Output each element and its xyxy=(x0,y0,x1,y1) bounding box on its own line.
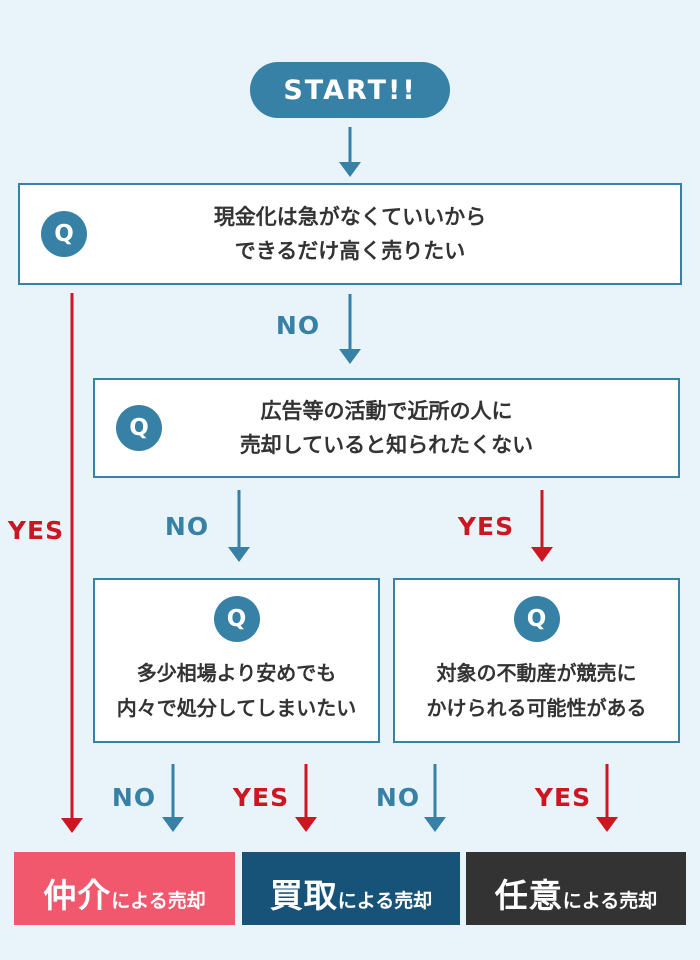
question-4-line-1: 対象の不動産が競売に xyxy=(436,661,637,685)
arrow-q1-yes-to-result1 xyxy=(61,293,83,833)
arrow-q2-yes-to-q4 xyxy=(531,490,553,562)
q-badge-letter: Q xyxy=(526,606,547,632)
question-3-line-1: 多少相場より安めでも xyxy=(136,661,337,685)
arrow-q2-no-to-q3 xyxy=(228,490,250,562)
arrow-shaft xyxy=(70,293,74,820)
q-badge: Q xyxy=(213,596,260,642)
question-box-3: Q 多少相場より安めでも 内々で処分してしまいたい xyxy=(93,578,380,743)
label-yes-q2: YES xyxy=(457,512,515,541)
arrow-head-icon xyxy=(424,817,446,832)
arrow-head-icon xyxy=(295,817,317,832)
question-3-text: 多少相場より安めでも 内々で処分してしまいたい xyxy=(95,656,378,726)
question-box-4: Q 対象の不動産が競売に かけられる可能性がある xyxy=(393,578,680,743)
question-2-line-1: 広告等の活動で近所の人に xyxy=(260,399,513,423)
arrow-head-icon xyxy=(228,547,250,562)
question-4-line-2: かけられる可能性がある xyxy=(426,696,647,720)
question-box-2: Q 広告等の活動で近所の人に 売却していると知られたくない xyxy=(93,378,680,478)
question-2-line-2: 売却していると知られたくない xyxy=(239,433,534,457)
question-4-text: 対象の不動産が競売に かけられる可能性がある xyxy=(395,656,678,726)
result-emphasis: 仲介 xyxy=(43,876,112,915)
result-label: 任意 による売却 xyxy=(495,869,657,917)
arrow-q3-yes-to-result2 xyxy=(295,764,317,832)
start-node: START!! xyxy=(250,62,450,118)
arrow-shaft xyxy=(540,490,544,549)
q-badge-letter: Q xyxy=(226,606,247,632)
arrow-head-icon xyxy=(61,818,83,833)
arrow-shaft xyxy=(433,764,437,819)
arrow-head-icon xyxy=(162,817,184,832)
result-emphasis: 任意 xyxy=(494,876,563,915)
label-no-q2: NO xyxy=(164,512,210,541)
q-badge-letter: Q xyxy=(54,221,74,247)
q-badge-letter: Q xyxy=(129,415,149,441)
label-no-q3: NO xyxy=(111,783,157,812)
result-label: 買取 による売却 xyxy=(270,869,432,917)
label-yes-q4: YES xyxy=(534,783,592,812)
question-1-line-1: 現金化は急がなくていいから xyxy=(213,205,487,229)
arrow-q3-no-to-result1 xyxy=(162,764,184,832)
arrow-shaft xyxy=(348,127,352,164)
question-1-line-2: できるだけ高く売りたい xyxy=(234,239,466,263)
q-badge: Q xyxy=(41,211,87,257)
question-1-text: 現金化は急がなくていいから できるだけ高く売りたい xyxy=(20,200,680,268)
result-box-voluntary-sale: 任意 による売却 xyxy=(466,852,686,925)
q-badge: Q xyxy=(116,405,162,451)
arrow-q4-yes-to-result3 xyxy=(596,764,618,832)
arrow-head-icon xyxy=(339,349,361,364)
arrow-head-icon xyxy=(596,817,618,832)
arrow-q1-no-to-q2 xyxy=(339,294,361,364)
arrow-shaft xyxy=(304,764,308,819)
label-no-q1: NO xyxy=(275,311,321,340)
arrow-start-to-q1 xyxy=(339,127,361,177)
arrow-shaft xyxy=(237,490,241,549)
label-yes-q3: YES xyxy=(232,783,290,812)
question-box-1: Q 現金化は急がなくていいから できるだけ高く売りたい xyxy=(18,183,682,285)
arrow-head-icon xyxy=(339,162,361,177)
result-emphasis: 買取 xyxy=(269,876,338,915)
label-no-q4: NO xyxy=(375,783,421,812)
result-box-purchase-sale: 買取 による売却 xyxy=(242,852,460,925)
result-box-brokerage-sale: 仲介 による売却 xyxy=(14,852,235,925)
label-yes-q1: YES xyxy=(7,516,65,545)
result-rest: による売却 xyxy=(337,890,433,912)
q-badge: Q xyxy=(513,596,560,642)
result-label: 仲介 による売却 xyxy=(43,869,205,917)
start-label: START!! xyxy=(283,74,417,106)
result-rest: による売却 xyxy=(111,890,206,912)
question-2-text: 広告等の活動で近所の人に 売却していると知られたくない xyxy=(95,394,678,462)
arrow-q4-no-to-result2 xyxy=(424,764,446,832)
arrow-head-icon xyxy=(531,547,553,562)
arrow-shaft xyxy=(171,764,175,819)
arrow-shaft xyxy=(605,764,609,819)
result-rest: による売却 xyxy=(562,890,658,912)
question-3-line-2: 内々で処分してしまいたい xyxy=(116,696,357,720)
arrow-shaft xyxy=(348,294,352,351)
